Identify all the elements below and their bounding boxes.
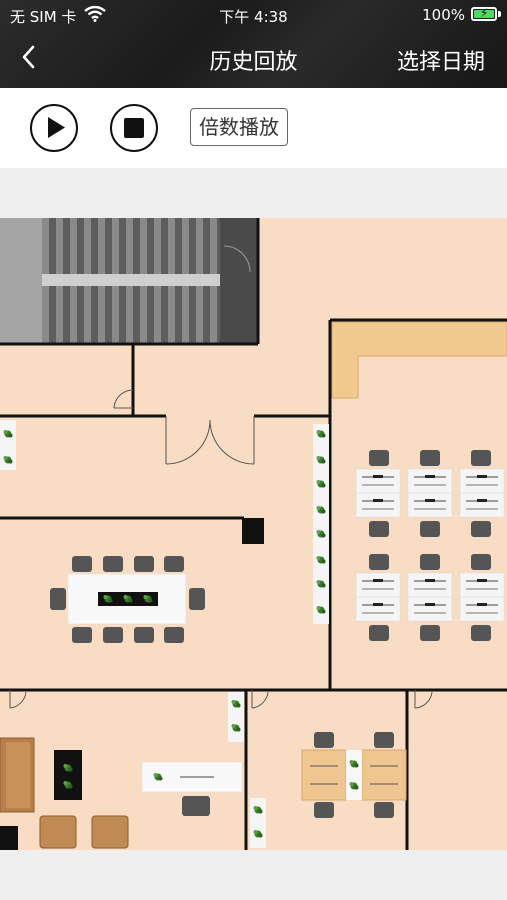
- playback-toolbar: 倍数播放: [0, 88, 507, 168]
- play-icon: [48, 117, 65, 138]
- stair-rail: [42, 274, 220, 286]
- play-button[interactable]: [30, 104, 78, 152]
- carrier-label: 无 SIM 卡: [10, 8, 77, 26]
- battery-percent: 100%: [422, 6, 465, 24]
- small-office: [250, 732, 407, 848]
- stop-button[interactable]: [110, 104, 158, 152]
- speed-playback-button[interactable]: 倍数播放: [190, 108, 288, 146]
- stairs-upper: [42, 218, 220, 274]
- lounge-area: [0, 692, 244, 849]
- select-date-button[interactable]: 选择日期: [396, 50, 485, 75]
- planter-strip: [313, 424, 329, 624]
- bottom-spacer: [0, 850, 507, 900]
- meeting-table: [50, 556, 205, 643]
- clock: 下午 4:38: [219, 8, 288, 26]
- stairs-lower: [42, 286, 220, 344]
- pillar-bottom: [0, 826, 18, 850]
- floor-plan: [0, 168, 507, 850]
- battery-icon: ⚡: [471, 6, 497, 21]
- stair-landing: [0, 218, 42, 344]
- workstation-cluster-2: [355, 554, 505, 641]
- workstation-cluster-1: [355, 450, 505, 537]
- status-bar: 无 SIM 卡 下午 4:38 100% ⚡: [0, 0, 507, 30]
- stop-icon: [124, 118, 144, 138]
- walls: [0, 218, 507, 850]
- elevator-shaft: [220, 218, 258, 344]
- nav-bar: 历史回放 选择日期: [0, 34, 507, 84]
- chevron-left-icon: [22, 45, 35, 69]
- wifi-icon: [84, 5, 106, 26]
- reception-counter: [331, 321, 507, 399]
- back-button[interactable]: [14, 42, 44, 72]
- floor-plan-drawing: [0, 218, 507, 850]
- battery-tip: [498, 11, 501, 17]
- header: 无 SIM 卡 下午 4:38 100% ⚡ 历史回放 选择日期: [0, 0, 507, 88]
- pillar: [242, 518, 264, 544]
- doors: [9, 389, 433, 709]
